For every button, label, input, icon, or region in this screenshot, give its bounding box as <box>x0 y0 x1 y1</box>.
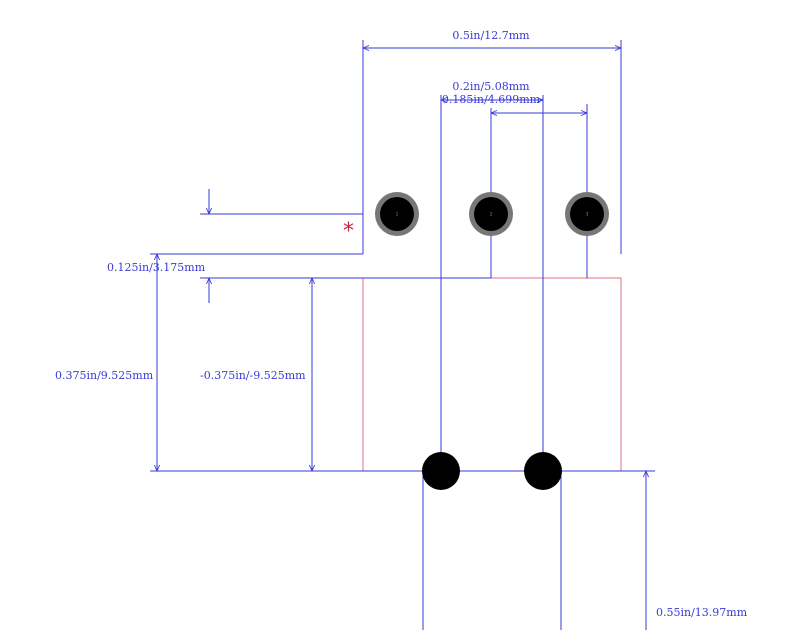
pad-1: 1 <box>375 192 419 236</box>
body-outline <box>362 277 622 472</box>
label-body-height: 0.375in/9.525mm <box>55 369 154 382</box>
pad-2-label: 2 <box>490 212 493 217</box>
label-row-offset: 0.125in/3.175mm <box>107 261 206 274</box>
pad-3-label: 3 <box>586 212 589 217</box>
label-overall-width: 0.5in/12.7mm <box>452 29 530 42</box>
lead-dot-left <box>422 452 460 490</box>
lead-dot-right <box>524 452 562 490</box>
label-pin-offset: 0.185in/4.699mm <box>442 93 541 106</box>
pin1-marker: * <box>343 219 354 244</box>
dimension-lines <box>157 48 646 630</box>
label-pin-pitch: 0.2in/5.08mm <box>452 80 530 93</box>
label-lead-length: 0.55in/13.97mm <box>656 606 748 619</box>
pad-2: 2 <box>469 192 513 236</box>
label-body-height-neg: -0.375in/-9.525mm <box>200 369 306 382</box>
pad-1-label: 1 <box>396 212 399 217</box>
pad-3: 3 <box>565 192 609 236</box>
extension-lines <box>150 40 655 630</box>
